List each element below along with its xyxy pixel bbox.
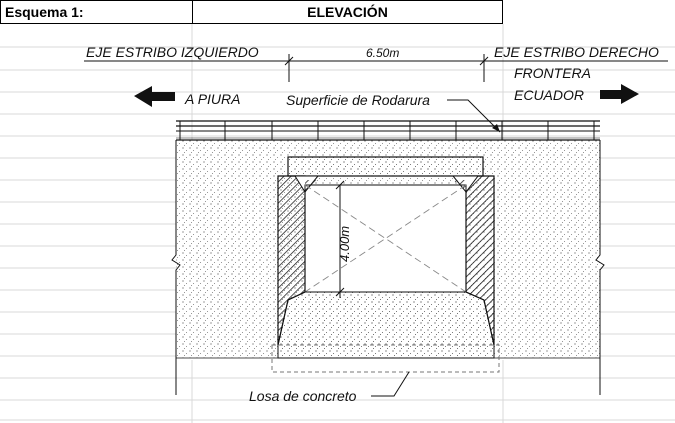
left-break-line xyxy=(171,140,181,395)
road-deck xyxy=(176,120,600,141)
slab-label: Losa de concreto xyxy=(249,388,357,404)
right-break-line xyxy=(595,140,605,395)
view-title: ELEVACIÓN xyxy=(192,0,503,24)
axis-dimension-line xyxy=(84,54,668,82)
bottom-slab xyxy=(277,291,495,359)
height-dimension-label: 4.00m xyxy=(337,226,352,262)
left-axis-label: EJE ESTRIBO IZQUIERDO xyxy=(86,44,259,60)
scheme-label: Esquema 1: xyxy=(0,0,193,24)
right-direction-line2: ECUADOR xyxy=(514,87,584,103)
top-slab xyxy=(287,156,484,177)
left-direction-label: A PIURA xyxy=(184,91,241,107)
slab-leader xyxy=(371,371,410,397)
height-dimension xyxy=(330,180,350,298)
guardrail-posts xyxy=(179,121,595,140)
arrow-left-icon xyxy=(134,86,175,107)
right-direction-line1: FRONTERA xyxy=(514,65,591,81)
span-dimension-label: 6.50m xyxy=(366,46,399,60)
arrow-right-icon xyxy=(600,84,639,104)
right-axis-label: EJE ESTRIBO DERECHO xyxy=(494,44,659,60)
road-surface-label: Superficie de Rodarura xyxy=(286,92,430,108)
losa-outline xyxy=(271,344,500,373)
road-surface-leader xyxy=(447,99,501,133)
